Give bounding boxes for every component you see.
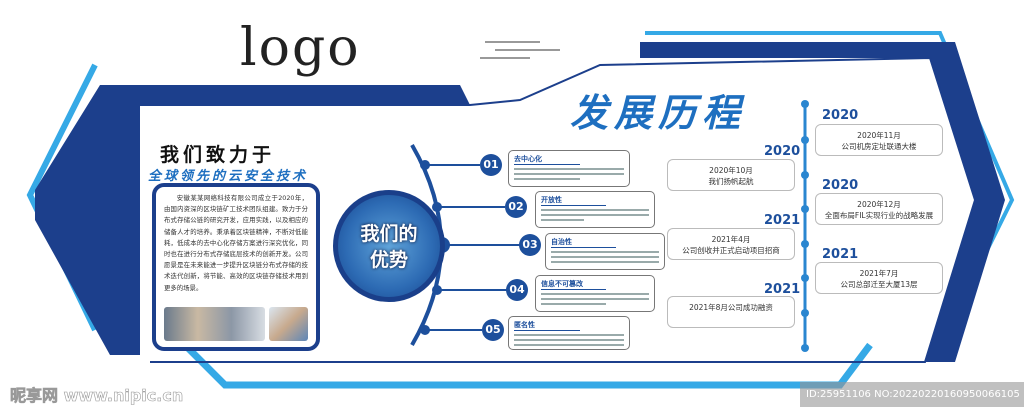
advantages-title: 我们的优势 — [360, 223, 418, 271]
event-date: 2021年7月 — [859, 269, 899, 278]
event-year: 2021 — [764, 282, 801, 297]
advantage-number: 01 — [480, 154, 502, 176]
watermark-id: ID:25951106 NO:20220220160950066105 — [800, 382, 1024, 407]
advantage-heading: 匿名性 — [514, 320, 580, 331]
logo: logo — [240, 18, 361, 78]
intro-body: 安徽某某网络科技有限公司成立于2020年，由国内资深的区块链矿工技术团队组建。致… — [164, 194, 308, 292]
event-text: 2021年8月公司成功融资 — [689, 303, 773, 312]
event-card: 2021年7月公司总部迁至大厦13层 — [815, 262, 943, 294]
event-card: 2020年12月全面布局FIL实现行业的战略发展 — [815, 193, 943, 225]
advantage-number: 02 — [505, 196, 527, 218]
event-card: 2021年4月公司创收并正式启动项目招商 — [667, 228, 795, 260]
advantage-number: 05 — [482, 319, 504, 341]
intro-photos — [164, 307, 308, 341]
advantage-heading: 自治性 — [551, 237, 616, 248]
event-year: 2020 — [822, 178, 859, 193]
advantage-card: 信息不可篡改 — [535, 275, 655, 312]
intro-card: 安徽某某网络科技有限公司成立于2020年，由国内资深的区块链矿工技术团队组建。致… — [152, 183, 320, 351]
decorative-lines — [480, 41, 560, 59]
event-year: 2020 — [822, 108, 859, 123]
event-year: 2021 — [764, 213, 801, 228]
handshake-photo — [268, 307, 308, 341]
history-title: 发展历程 — [570, 90, 747, 135]
advantage-heading: 信息不可篡改 — [541, 279, 606, 290]
event-text: 公司总部迁至大厦13层 — [840, 280, 918, 289]
advantage-number: 04 — [506, 279, 528, 301]
advantage-number: 03 — [519, 234, 541, 256]
event-card: 2021年8月公司成功融资 — [667, 296, 795, 328]
advantage-card: 去中心化 — [508, 150, 630, 187]
event-date: 2021年4月 — [711, 235, 751, 244]
frame-band-left — [35, 85, 470, 355]
event-card: 2020年10月我们扬帆起航 — [667, 159, 795, 191]
event-year: 2020 — [764, 144, 801, 159]
event-date: 2020年11月 — [857, 131, 901, 140]
event-date: 2020年12月 — [857, 200, 901, 209]
event-year: 2021 — [822, 247, 859, 262]
intro-heading: 我们致力于 — [160, 144, 276, 166]
advantage-connectors — [420, 160, 520, 335]
advantage-heading: 开放性 — [541, 195, 606, 206]
event-text: 全面布局FIL实现行业的战略发展 — [824, 211, 934, 220]
event-card: 2020年11月公司机房定址联通大楼 — [815, 124, 943, 156]
advantage-heading: 去中心化 — [514, 154, 580, 165]
inner-panel-outline — [140, 56, 977, 363]
event-text: 我们扬帆起航 — [708, 177, 754, 186]
advantage-card: 自治性 — [545, 233, 665, 270]
watermark-site: 昵享网 www.nipic.cn — [10, 386, 184, 406]
event-date: 2020年10月 — [709, 166, 753, 175]
advantage-card: 开放性 — [535, 191, 655, 228]
team-meeting-photo — [164, 307, 265, 341]
event-text: 公司创收并正式启动项目招商 — [682, 246, 780, 255]
advantage-card: 匿名性 — [508, 316, 630, 350]
advantages-badge: 我们的优势 — [333, 190, 445, 302]
event-text: 公司机房定址联通大楼 — [841, 142, 917, 151]
intro-subheading: 全球领先的云安全技术 — [148, 169, 309, 184]
timeline-dots — [801, 100, 809, 352]
